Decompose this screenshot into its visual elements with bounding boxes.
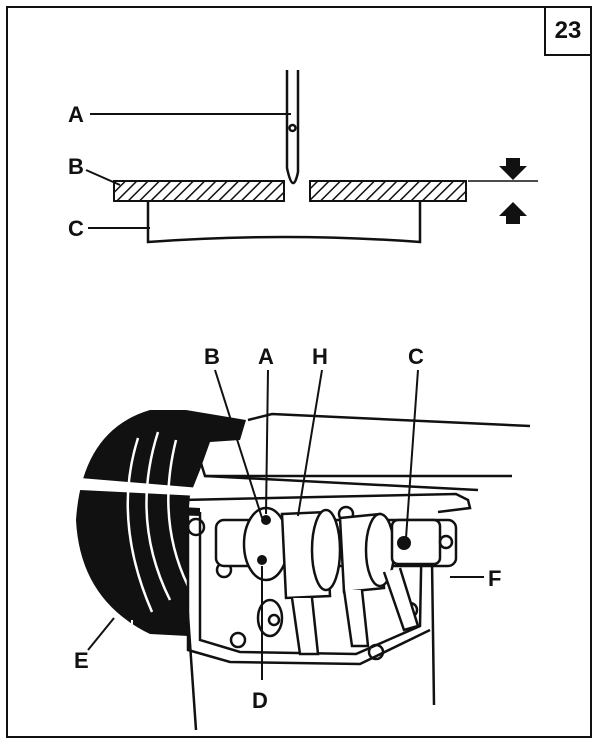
leader-a xyxy=(265,369,269,515)
bottom-figure: B A H C E D F xyxy=(74,344,531,731)
needle xyxy=(285,70,300,185)
set-screws xyxy=(257,515,454,565)
set-screw-d xyxy=(257,555,267,565)
label-h: H xyxy=(312,344,328,369)
label-d: D xyxy=(252,688,268,713)
label-b: B xyxy=(204,344,220,369)
shaft-end-c xyxy=(397,536,411,550)
label-needle: A xyxy=(68,102,84,127)
screw-right xyxy=(438,534,454,550)
page-number: 23 xyxy=(544,8,590,56)
shaft-mechanism xyxy=(214,506,458,656)
height-arrows xyxy=(468,158,538,224)
label-f: F xyxy=(488,566,501,591)
label-feed-dog: C xyxy=(68,216,84,241)
top-figure: A B C xyxy=(68,70,538,244)
leader-b xyxy=(214,369,263,519)
leader-c xyxy=(405,369,419,539)
feed-dog xyxy=(146,201,422,244)
label-e: E xyxy=(74,648,89,673)
label-throat-plate: B xyxy=(68,154,84,179)
label-a: A xyxy=(258,344,274,369)
leader-h xyxy=(297,369,323,517)
handwheel xyxy=(76,410,246,636)
inspection-cover xyxy=(181,492,472,666)
set-screw-a xyxy=(261,515,271,525)
throat-plate xyxy=(113,180,467,202)
label-c: C xyxy=(408,344,424,369)
leader-throat-plate xyxy=(85,169,121,186)
page-frame: 23 xyxy=(6,6,592,738)
leader-e xyxy=(87,617,115,651)
